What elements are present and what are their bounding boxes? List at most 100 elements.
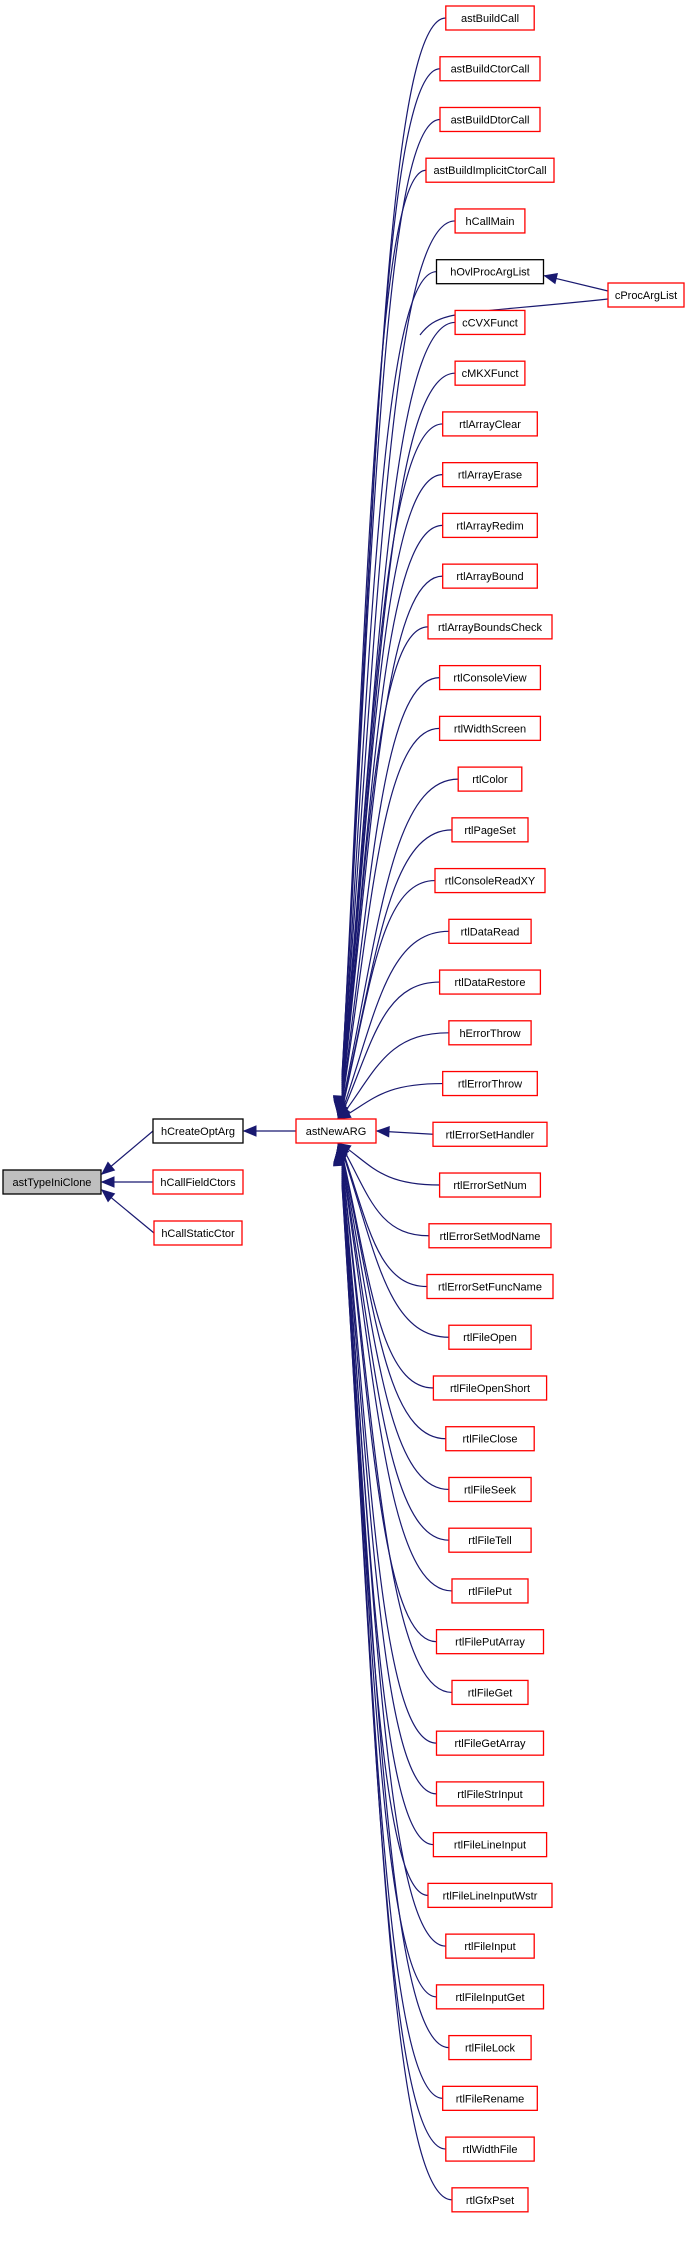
edge bbox=[341, 1183, 446, 2150]
node-rtl-file-close[interactable]: rtlFileClose bbox=[445, 1426, 535, 1452]
edge bbox=[341, 1146, 430, 1237]
edges-layer bbox=[100, 17, 609, 2201]
node-rtl-file-line-input-wstr[interactable]: rtlFileLineInputWstr bbox=[427, 1882, 553, 1909]
node-box bbox=[451, 1679, 529, 1706]
node-rtl-file-rename[interactable]: rtlFileRename bbox=[442, 2085, 538, 2111]
node-rtl-error-set-mod-name[interactable]: rtlErrorSetModName bbox=[428, 1223, 552, 1249]
node-rtl-error-set-num[interactable]: rtlErrorSetNum bbox=[438, 1172, 542, 1198]
node-ast-new-arg[interactable]: astNewARG bbox=[295, 1118, 377, 1144]
node-rtl-array-redim[interactable]: rtlArrayRedim bbox=[442, 512, 538, 539]
edge-arrowhead bbox=[336, 1107, 352, 1120]
node-rtl-file-input[interactable]: rtlFileInput bbox=[445, 1933, 535, 1959]
node-label: rtlErrorThrow bbox=[458, 1079, 522, 1091]
edge bbox=[341, 423, 443, 1092]
node-rtl-width-file[interactable]: rtlWidthFile bbox=[445, 2136, 535, 2162]
node-c-cvxfunct[interactable]: cCVXFunct bbox=[454, 309, 526, 336]
node-rtl-file-put[interactable]: rtlFilePut bbox=[451, 1578, 529, 1604]
node-box bbox=[2, 1169, 102, 1195]
node-rtl-array-bound[interactable]: rtlArrayBound bbox=[442, 563, 538, 589]
edge bbox=[341, 321, 456, 1088]
node-rtl-array-clear[interactable]: rtlArrayClear bbox=[442, 411, 538, 437]
node-label: rtlFileOpenShort bbox=[450, 1383, 530, 1395]
node-rtl-file-seek[interactable]: rtlFileSeek bbox=[448, 1476, 532, 1503]
node-box bbox=[432, 1831, 548, 1858]
node-ast-build-dtor-call[interactable]: astBuildDtorCall bbox=[439, 106, 541, 133]
node-box bbox=[442, 512, 538, 539]
node-h-create-opt-arg: hCreateOptArg bbox=[152, 1118, 244, 1144]
node-box bbox=[435, 1781, 545, 1807]
node-c-mkxfunct[interactable]: cMKXFunct bbox=[454, 360, 526, 386]
node-rtl-data-restore[interactable]: rtlDataRestore bbox=[438, 969, 542, 995]
node-box bbox=[432, 1121, 548, 1147]
node-ast-build-call[interactable]: astBuildCall bbox=[445, 5, 535, 31]
node-rtl-width-screen[interactable]: rtlWidthScreen bbox=[438, 715, 542, 742]
node-label: rtlFileInput bbox=[464, 1941, 515, 1953]
node-label: cProcArgList bbox=[615, 290, 677, 302]
node-box bbox=[427, 614, 553, 640]
edge bbox=[341, 1175, 446, 1947]
node-rtl-error-throw[interactable]: rtlErrorThrow bbox=[442, 1070, 538, 1097]
node-rtl-console-view[interactable]: rtlConsoleView bbox=[438, 664, 542, 691]
node-rtl-file-get-array[interactable]: rtlFileGetArray bbox=[435, 1730, 545, 1756]
node-box bbox=[445, 1933, 535, 1959]
node-rtl-file-input-get[interactable]: rtlFileInputGet bbox=[435, 1984, 545, 2010]
node-rtl-gfx-pset[interactable]: rtlGfxPset bbox=[451, 2187, 529, 2213]
node-c-proc-arg-list[interactable]: cProcArgList bbox=[607, 282, 685, 308]
node-h-error-throw[interactable]: hErrorThrow bbox=[448, 1020, 532, 1046]
node-h-call-main[interactable]: hCallMain bbox=[454, 208, 526, 234]
node-label: rtlFileOpen bbox=[463, 1332, 517, 1344]
node-label: rtlFileGet bbox=[468, 1687, 513, 1699]
node-rtl-color[interactable]: rtlColor bbox=[457, 766, 523, 792]
edge bbox=[341, 1158, 449, 1541]
node-ast-build-implicit-ctor-call[interactable]: astBuildImplicitCtorCall bbox=[425, 157, 555, 183]
node-rtl-data-read[interactable]: rtlDataRead bbox=[448, 918, 532, 944]
node-rtl-array-erase[interactable]: rtlArrayErase bbox=[442, 462, 538, 488]
edge bbox=[341, 626, 429, 1100]
node-rtl-file-lock[interactable]: rtlFileLock bbox=[448, 2034, 532, 2061]
node-box bbox=[451, 2187, 529, 2213]
node-box bbox=[448, 1020, 532, 1046]
node-rtl-page-set[interactable]: rtlPageSet bbox=[451, 817, 529, 843]
node-label: astTypeIniClone bbox=[13, 1177, 92, 1189]
edge bbox=[341, 677, 440, 1102]
node-box bbox=[451, 817, 529, 843]
edge bbox=[341, 981, 440, 1114]
edge-arrowhead bbox=[543, 273, 558, 285]
node-box bbox=[434, 867, 546, 894]
edge bbox=[341, 575, 443, 1098]
edge bbox=[341, 1162, 437, 1643]
node-rtl-file-open-short[interactable]: rtlFileOpenShort bbox=[432, 1375, 548, 1401]
node-box bbox=[445, 2136, 535, 2162]
node-h-call-static-ctor[interactable]: hCallStaticCtor bbox=[153, 1220, 243, 1246]
edge bbox=[341, 474, 443, 1094]
node-box bbox=[432, 1375, 548, 1401]
node-h-call-field-ctors[interactable]: hCallFieldCtors bbox=[152, 1169, 244, 1195]
node-label: astBuildDtorCall bbox=[451, 114, 530, 126]
node-rtl-file-open[interactable]: rtlFileOpen bbox=[448, 1324, 532, 1350]
node-label: astBuildImplicitCtorCall bbox=[433, 165, 546, 177]
node-rtl-error-set-func-name[interactable]: rtlErrorSetFuncName bbox=[426, 1273, 554, 1300]
edge bbox=[341, 271, 437, 1086]
node-rtl-file-tell[interactable]: rtlFileTell bbox=[448, 1527, 532, 1553]
node-rtl-file-line-input[interactable]: rtlFileLineInput bbox=[432, 1831, 548, 1858]
node-rtl-file-put-array[interactable]: rtlFilePutArray bbox=[435, 1629, 545, 1655]
node-box bbox=[457, 766, 523, 792]
edge bbox=[341, 778, 459, 1106]
node-ast-type-ini-clone: astTypeIniClone bbox=[2, 1169, 102, 1195]
node-rtl-array-bounds-check[interactable]: rtlArrayBoundsCheck bbox=[427, 614, 553, 640]
node-box bbox=[435, 259, 545, 285]
edge bbox=[341, 930, 449, 1112]
node-rtl-error-set-handler[interactable]: rtlErrorSetHandler bbox=[432, 1121, 548, 1147]
edge-arrowhead bbox=[100, 1189, 116, 1203]
edge bbox=[341, 1082, 443, 1119]
node-rtl-console-read-xy[interactable]: rtlConsoleReadXY bbox=[434, 867, 546, 894]
node-ast-build-ctor-call[interactable]: astBuildCtorCall bbox=[439, 56, 541, 82]
node-label: rtlFileSeek bbox=[464, 1484, 516, 1496]
edge bbox=[341, 1166, 437, 1744]
node-box bbox=[438, 969, 542, 995]
node-rtl-file-get[interactable]: rtlFileGet bbox=[451, 1679, 529, 1706]
edge bbox=[341, 1177, 437, 1998]
node-rtl-file-str-input[interactable]: rtlFileStrInput bbox=[435, 1781, 545, 1807]
node-box bbox=[426, 1273, 554, 1300]
edge-arrowhead bbox=[101, 1161, 116, 1175]
